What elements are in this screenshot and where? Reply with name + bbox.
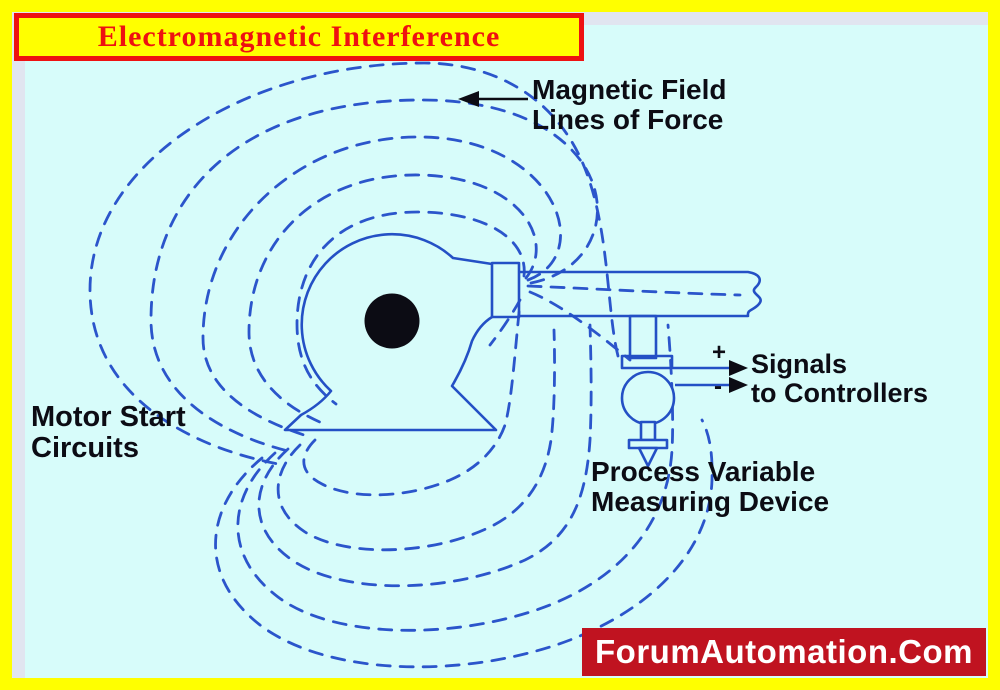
minus-sign: - bbox=[714, 373, 722, 400]
field-line-icon bbox=[528, 290, 632, 362]
field-line-icon bbox=[201, 135, 562, 438]
motor-neck bbox=[490, 261, 521, 319]
field-line-icon bbox=[276, 328, 556, 552]
device-gauge bbox=[620, 370, 676, 426]
label-motor-start-circuits: Motor Start Circuits bbox=[31, 401, 186, 465]
label-magnetic-field: Magnetic Field Lines of Force bbox=[532, 74, 727, 136]
magnetic-label-arrow bbox=[458, 91, 528, 107]
field-line-icon bbox=[88, 61, 620, 466]
field-line-icon bbox=[295, 210, 526, 406]
field-line-icon bbox=[149, 98, 599, 454]
field-line-icon bbox=[302, 301, 522, 497]
motor-shaft-icon bbox=[364, 293, 420, 349]
pipe-outline bbox=[519, 270, 762, 318]
diagram-background bbox=[25, 25, 988, 678]
signal-arrow-icon bbox=[729, 360, 748, 376]
signal-arrow-icon bbox=[729, 377, 748, 393]
device-lower-stem bbox=[639, 420, 657, 442]
conduit-pipe bbox=[519, 270, 762, 318]
signal-leads bbox=[673, 360, 748, 393]
field-line-icon bbox=[214, 418, 714, 669]
field-line-icon bbox=[488, 298, 522, 347]
field-line-icon bbox=[236, 323, 675, 632]
device-tip bbox=[637, 446, 659, 468]
device-cap bbox=[620, 354, 674, 370]
label-signals-line2: to Controllers bbox=[751, 378, 929, 409]
left-arrow-icon bbox=[458, 91, 479, 107]
motor bbox=[283, 233, 521, 432]
label-signals-line1: Signals bbox=[751, 349, 848, 379]
label-magnetic-field-line1: Magnetic Field bbox=[532, 74, 727, 105]
label-magnetic-field-line2: Lines of Force bbox=[532, 104, 724, 136]
label-process-variable-device: Process Variable Measuring Device bbox=[591, 456, 830, 518]
watermark-banner: ForumAutomation.Com bbox=[582, 628, 986, 676]
watermark-text: ForumAutomation.Com bbox=[595, 633, 973, 670]
label-device-line2: Measuring Device bbox=[591, 486, 830, 518]
magnetic-field-lines-upper bbox=[88, 61, 620, 466]
magnetic-field-lines-lower bbox=[214, 284, 742, 669]
device-stem bbox=[628, 314, 658, 360]
page-title: Electromagnetic Interference bbox=[97, 20, 501, 53]
field-line-icon bbox=[257, 323, 593, 588]
label-signals-to-controllers: Signals to Controllers bbox=[751, 349, 929, 409]
field-line-icon bbox=[526, 284, 742, 297]
label-device-line1: Process Variable bbox=[591, 456, 816, 487]
motor-body bbox=[283, 233, 498, 432]
field-line-icon bbox=[247, 173, 538, 425]
measuring-device bbox=[620, 314, 676, 468]
plus-sign: + bbox=[712, 339, 727, 366]
title-banner: Electromagnetic Interference bbox=[14, 13, 584, 61]
label-motor-line2: Circuits bbox=[31, 432, 139, 465]
label-motor-line1: Motor Start bbox=[31, 401, 186, 433]
